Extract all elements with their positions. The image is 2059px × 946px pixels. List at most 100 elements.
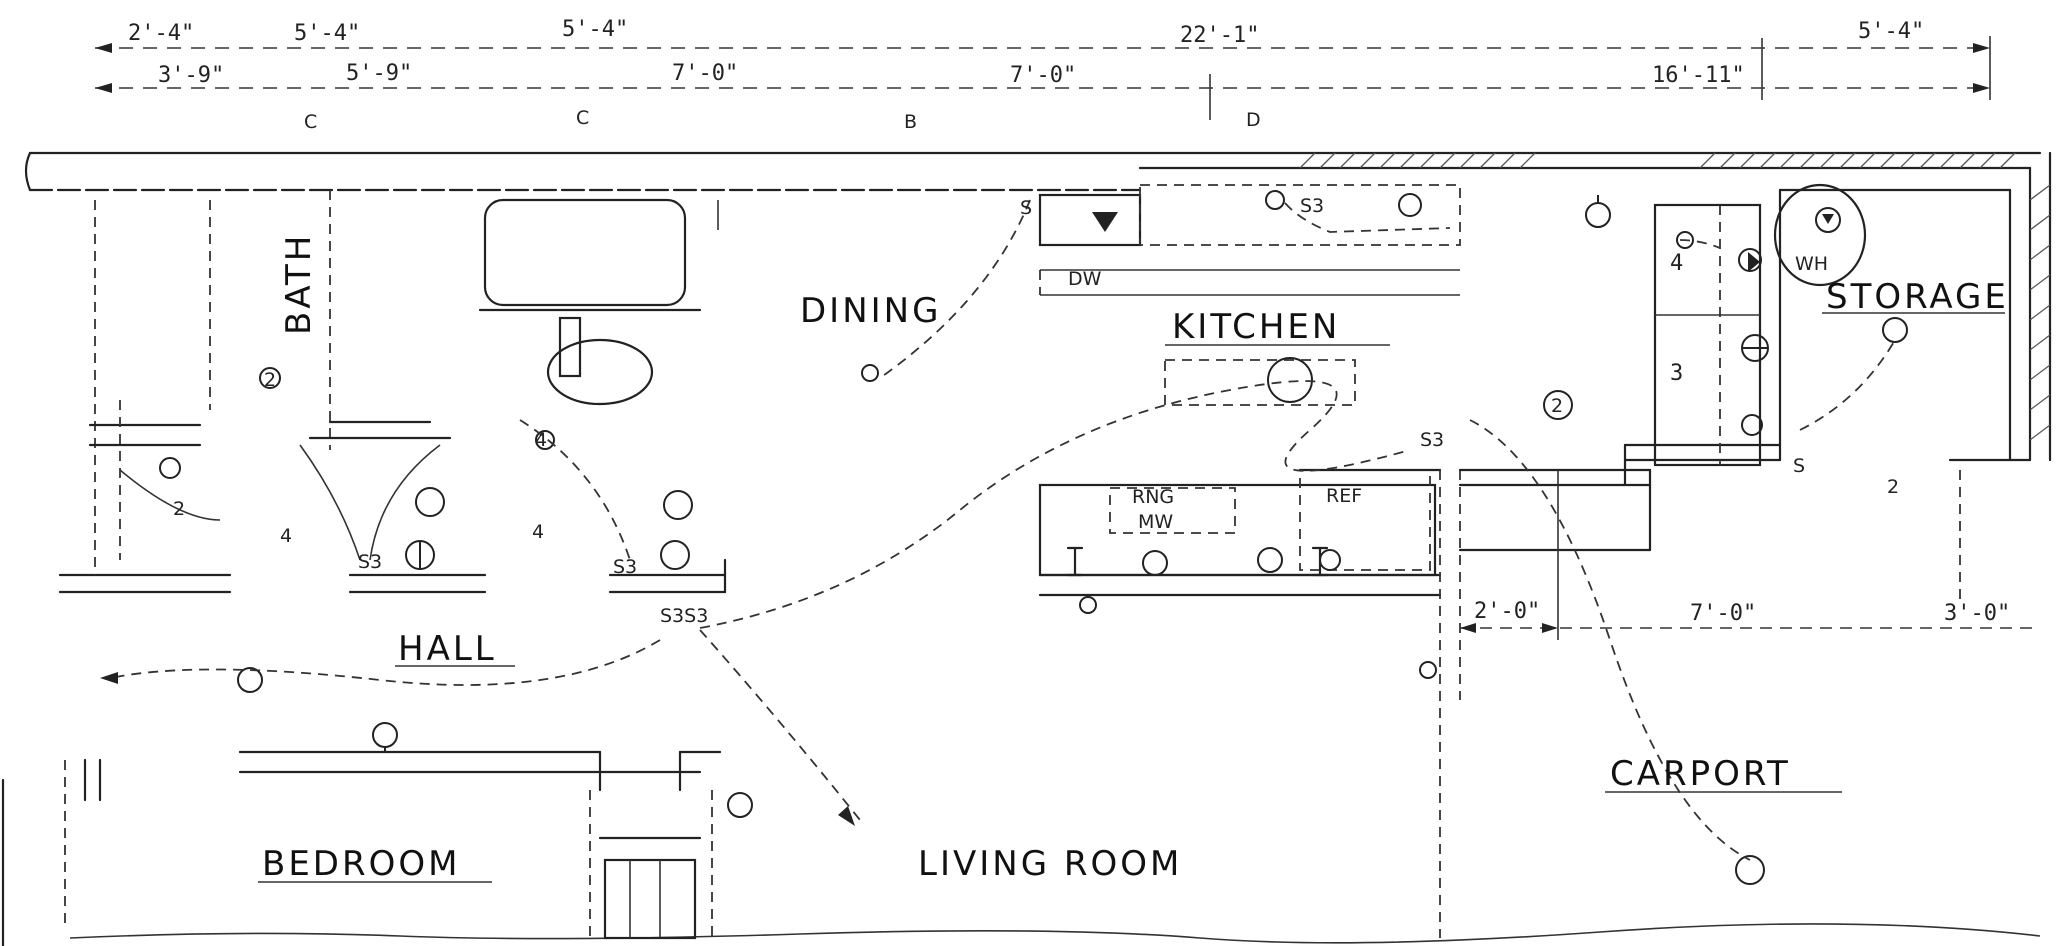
panel-label-4: 4 xyxy=(1670,251,1683,276)
dim-arrow xyxy=(95,43,112,53)
duplex-outlet-icon xyxy=(1079,596,1097,614)
switch-label-hall-three: S3S3 xyxy=(660,605,708,627)
panel-icon xyxy=(1748,252,1760,272)
duplex-outlet-icon xyxy=(1265,190,1285,210)
switch-label-dining: S xyxy=(1020,197,1032,219)
ceiling-outlet-icon xyxy=(237,667,263,693)
dim-arrow xyxy=(1542,623,1558,633)
duplex-outlet-icon xyxy=(1738,248,1762,272)
wall-hatch-right xyxy=(2029,184,2051,441)
circuit-tag: 2 xyxy=(1887,476,1899,498)
circuit-tag: 4 xyxy=(535,429,547,451)
circuit-run xyxy=(1284,202,1451,233)
dimension-lines-top xyxy=(95,36,1991,120)
water-heater-label: WH xyxy=(1795,253,1828,275)
range-label: RNG xyxy=(1132,486,1174,508)
wall-outlet-icon xyxy=(372,722,398,748)
room-label-bedroom: BEDROOM xyxy=(262,844,460,884)
grid-mark-c2: C xyxy=(576,107,589,129)
dim-second-5: 16'-11" xyxy=(1652,63,1745,88)
circuit-tag: 4 xyxy=(280,525,292,547)
dim-carport-1: 2'-0" xyxy=(1474,599,1540,624)
dim-top-4: 22'-1" xyxy=(1180,23,1259,48)
grid-mark-d: D xyxy=(1246,109,1261,131)
ceiling-outlet-icon xyxy=(1882,317,1908,343)
circuit-tag: 2 xyxy=(173,498,185,520)
switch-label-hall: S3 xyxy=(613,556,637,578)
switch-label-carport: S3 xyxy=(1420,429,1444,451)
room-label-carport: CARPORT xyxy=(1610,754,1791,794)
ceiling-outlet-icon xyxy=(1398,193,1422,217)
dim-top-5: 5'-4" xyxy=(1858,19,1924,44)
switch-label-storage: S xyxy=(1793,455,1805,477)
dimension-labels-top: 2'-4" 5'-4" 5'-4" 22'-1" 5'-4" 3'-9" 5'-… xyxy=(128,17,1924,88)
room-label-kitchen: KITCHEN xyxy=(1172,307,1340,347)
duplex-outlet-icon xyxy=(1419,661,1437,679)
range-outlet-icon xyxy=(1142,550,1168,576)
refrigerator-outlet-icon xyxy=(1319,549,1341,571)
refrigerator-label: REF xyxy=(1326,485,1362,507)
duplex-outlet-icon xyxy=(861,364,879,382)
dim-carport-2: 7'-0" xyxy=(1690,601,1756,626)
dim-second-3: 7'-0" xyxy=(672,61,738,86)
panel-label-3: 3 xyxy=(1670,361,1683,386)
duplex-outlet-icon xyxy=(159,457,181,479)
circuit-tags: 2 2 2 4 4 4 2 xyxy=(173,369,1899,547)
ceiling-outlet-icon xyxy=(259,367,281,389)
arrowhead-icon xyxy=(100,672,118,684)
dishwasher-outlet-icon xyxy=(1092,212,1118,232)
circuit-run xyxy=(699,380,1411,629)
room-label-storage: STORAGE xyxy=(1826,277,2009,317)
dishwasher-label: DW xyxy=(1068,268,1102,290)
arrowhead-icon xyxy=(838,806,855,826)
electrical-symbols xyxy=(100,190,1908,885)
room-label-bath: BATH xyxy=(279,233,319,335)
dimension-lines-carport: 2'-0" 7'-0" 3'-0" xyxy=(1460,470,2040,640)
room-label-living-room: LIVING ROOM xyxy=(918,844,1182,884)
duplex-outlet-icon xyxy=(415,487,445,517)
duplex-outlet-icon xyxy=(1257,547,1283,573)
ceiling-outlet-icon xyxy=(1267,357,1313,403)
duplex-outlet-icon xyxy=(1741,414,1763,436)
circuit-tag: 2 xyxy=(1551,395,1563,417)
ceiling-outlet-icon xyxy=(727,792,753,818)
circuit-run xyxy=(1679,239,1721,249)
room-label-dining: DINING xyxy=(800,291,941,331)
switch-label-kitchen: S3 xyxy=(1300,195,1324,217)
grid-mark-b: B xyxy=(904,111,917,133)
dim-top-2: 5'-4" xyxy=(294,21,360,46)
duplex-outlet-icon xyxy=(535,430,555,450)
duplex-outlet-icon xyxy=(660,540,690,570)
microwave-label: MW xyxy=(1138,511,1173,533)
interior-walls xyxy=(58,183,2032,940)
ceiling-outlet-icon xyxy=(1735,855,1765,885)
fixture-labels: DW RNG MW REF WH S S3 S3 S S3 S3 S3S3 4 … xyxy=(358,195,1828,627)
dim-arrow xyxy=(1460,623,1476,633)
dim-arrow xyxy=(1973,43,1990,53)
room-label-underlines xyxy=(258,312,2005,883)
dim-carport-3: 3'-0" xyxy=(1944,601,2010,626)
water-heater-mark-icon xyxy=(1822,214,1834,224)
circuit-run xyxy=(519,419,631,561)
circuit-tag: 2 xyxy=(264,369,276,391)
room-label-hall: HALL xyxy=(398,629,497,669)
dim-second-2: 5'-9" xyxy=(346,61,412,86)
circuit-run xyxy=(109,639,661,686)
ceiling-outlet-icon xyxy=(1585,202,1611,228)
range-burners xyxy=(1066,546,1329,577)
grid-marks: C C B D xyxy=(304,107,1261,133)
dim-arrow xyxy=(95,83,112,93)
duplex-outlet-icon xyxy=(663,490,693,520)
dim-second-1: 3'-9" xyxy=(158,63,224,88)
exterior-walls xyxy=(24,151,2052,944)
grid-mark-c1: C xyxy=(304,111,317,133)
switch-dot-icon xyxy=(1676,231,1694,249)
room-labels: BATH DINING KITCHEN STORAGE HALL BEDROOM… xyxy=(262,233,2009,884)
dim-second-4: 7'-0" xyxy=(1010,63,1076,88)
water-heater-icon xyxy=(1815,207,1841,233)
circuit-tag: 4 xyxy=(532,521,544,543)
circuit-run xyxy=(879,199,1031,379)
wall-hatch-top xyxy=(1299,152,2016,169)
switch-label-bath: S3 xyxy=(358,551,382,573)
